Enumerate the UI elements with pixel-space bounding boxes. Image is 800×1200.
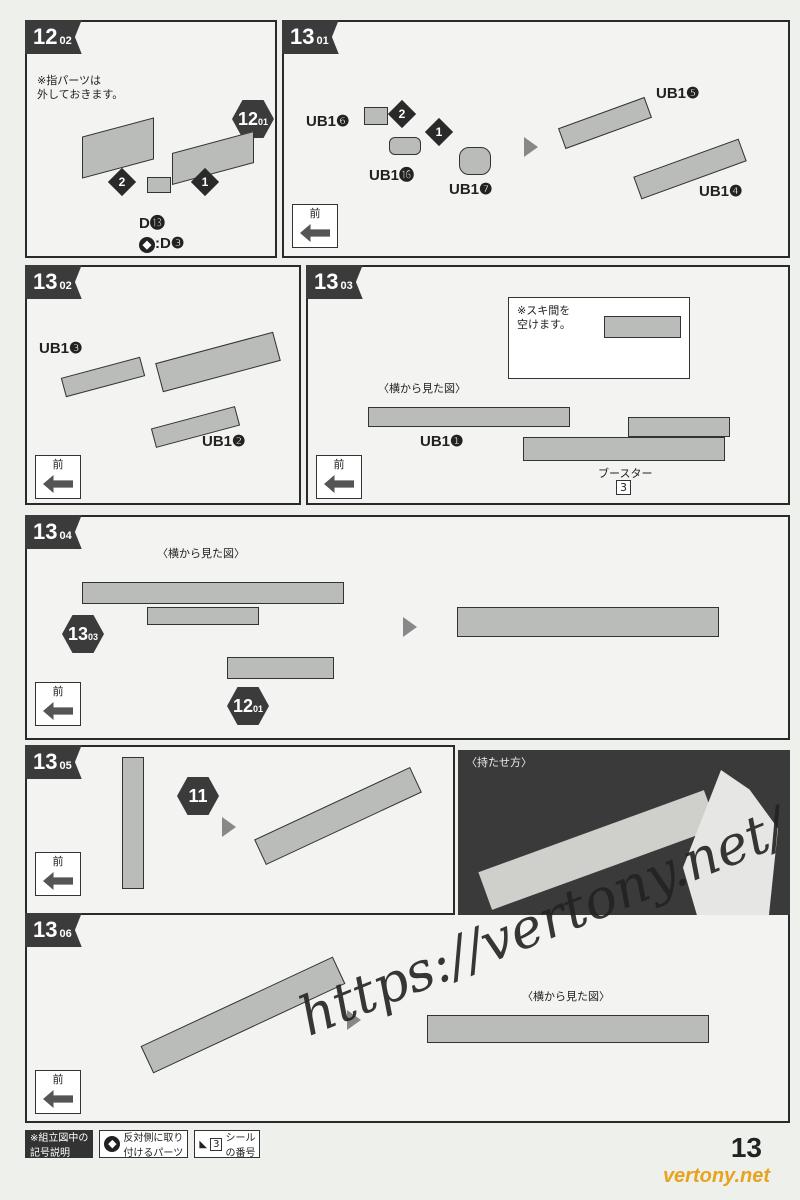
symbol-legend: ※組立図中の 記号説明 ◆ 反対側に取り 付けるパーツ ◣ 3 シール の番号	[25, 1130, 261, 1159]
legend-sticker: ◣ 3 シール の番号	[194, 1130, 261, 1159]
side-view-label: 〈横から見た図〉	[522, 990, 610, 1003]
sticker-number: 3	[616, 480, 631, 495]
legend-opposite-side: ◆ 反対側に取り 付けるパーツ	[99, 1130, 189, 1159]
part-label-d13: D⓭	[139, 215, 165, 232]
legend-title: ※組立図中の 記号説明	[25, 1130, 94, 1159]
part-label-d3: ◆:D❸	[139, 234, 184, 253]
rifle-body-part	[227, 657, 334, 679]
part-label-ub1-7: UB1❼	[449, 181, 493, 198]
ub1-6-part	[364, 107, 388, 125]
body-part	[147, 607, 259, 625]
hand-part	[82, 117, 154, 179]
next-arrow	[524, 137, 538, 157]
front-indicator: 前	[316, 455, 362, 499]
front-arrow-icon	[43, 872, 73, 890]
opposite-side-icon: ◆	[104, 1136, 121, 1152]
front-indicator: 前	[35, 455, 81, 499]
booster-label: ブースター	[598, 467, 653, 480]
front-indicator: 前	[35, 1070, 81, 1114]
step-ref-13-03: 1303	[62, 615, 104, 653]
ub1-7-part	[459, 147, 491, 175]
next-arrow	[403, 617, 417, 637]
sticker-icon: ◣	[199, 1138, 208, 1150]
step-marker-1: 1	[424, 117, 454, 147]
ub1-16-part	[389, 137, 421, 155]
fingers-note: ※指パーツは 外しておきます。	[37, 74, 124, 102]
photo-caption: 〈持たせ方〉	[466, 756, 532, 769]
side-view-label: 〈横から見た図〉	[378, 382, 466, 395]
gap-note: ※スキ間を 空けます。	[517, 304, 571, 332]
page-number: 13	[730, 1132, 762, 1163]
part-label-ub1-3: UB1❸	[39, 340, 83, 357]
gap-detail-part	[604, 316, 681, 338]
step-ref-12-01: 1201	[227, 687, 269, 725]
assembled-rifle-part	[457, 607, 719, 637]
front-indicator: 前	[35, 682, 81, 726]
next-arrow	[347, 1010, 361, 1030]
barrel-part	[82, 582, 344, 604]
front-arrow-icon	[43, 1090, 73, 1108]
arm-part	[122, 757, 144, 889]
step-ref-11: 11	[177, 777, 219, 815]
barrel-assembly-part	[523, 437, 725, 461]
front-indicator: 前	[35, 852, 81, 896]
step-marker-1: 1	[190, 167, 220, 197]
opposite-side-icon: ◆	[139, 237, 155, 253]
part-label-ub1-4: UB1❹	[699, 183, 743, 200]
front-arrow-icon	[43, 475, 73, 493]
watermark-site: vertony.net	[662, 1165, 770, 1187]
next-arrow	[222, 817, 236, 837]
side-view-label: 〈横から見た図〉	[157, 547, 245, 560]
front-arrow-icon	[300, 224, 330, 242]
part-label-ub1-2: UB1❷	[202, 433, 246, 450]
final-rifle-part	[427, 1015, 709, 1043]
ub1-1-part	[368, 407, 570, 427]
booster-part	[628, 417, 730, 437]
front-arrow-icon	[324, 475, 354, 493]
step-marker-2: 2	[387, 99, 417, 129]
part-label-ub1-1: UB1❶	[420, 433, 464, 450]
front-indicator: 前	[292, 204, 338, 248]
ub1-3-part	[60, 356, 146, 398]
part-label-ub1-6: UB1❻	[306, 113, 350, 130]
ub1-main-part	[155, 331, 281, 393]
ub1-5-part	[558, 96, 652, 150]
rifle-in-hand-part	[254, 766, 422, 866]
front-arrow-icon	[43, 702, 73, 720]
part-label-ub1-5: UB1❺	[656, 85, 700, 102]
step-marker-2: 2	[107, 167, 137, 197]
detail-callout: ※スキ間を 空けます。	[508, 297, 690, 379]
small-part	[147, 177, 171, 193]
part-label-ub1-16: UB1⓰	[369, 167, 415, 184]
